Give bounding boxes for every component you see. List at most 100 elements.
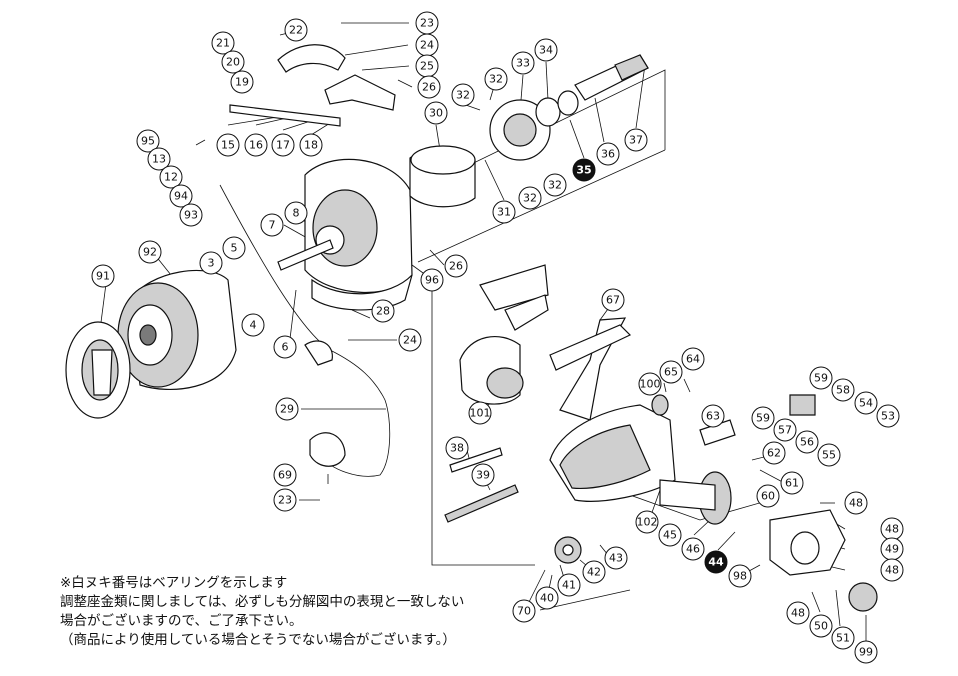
callout-42: 42 [582,560,606,584]
callout-32: 32 [451,83,475,107]
callout-32: 32 [518,186,542,210]
callout-56: 56 [795,430,819,454]
callout-13: 13 [147,147,171,171]
svg-text:98: 98 [733,570,747,583]
callout-96: 96 [420,268,444,292]
callout-51: 51 [831,626,855,650]
callout-21: 21 [211,31,235,55]
svg-text:101: 101 [470,407,491,420]
svg-text:49: 49 [885,543,899,556]
callout-35-bearing: 35 [572,158,596,182]
drive-gear [659,471,732,525]
callout-48: 48 [880,517,904,541]
svg-text:92: 92 [143,246,157,259]
callout-5: 5 [222,236,246,260]
svg-text:43: 43 [609,552,623,565]
svg-text:67: 67 [606,294,620,307]
svg-text:3: 3 [208,257,215,270]
svg-text:26: 26 [422,81,436,94]
callout-43: 43 [604,546,628,570]
callout-94: 94 [169,184,193,208]
callout-58: 58 [831,378,855,402]
svg-text:64: 64 [686,353,700,366]
callout-45: 45 [658,523,682,547]
svg-text:94: 94 [174,190,188,203]
svg-text:93: 93 [184,209,198,222]
svg-text:31: 31 [497,206,511,219]
svg-text:54: 54 [859,397,873,410]
callout-32: 32 [484,67,508,91]
svg-text:50: 50 [814,620,828,633]
svg-text:30: 30 [429,107,443,120]
svg-text:34: 34 [539,44,553,57]
svg-text:102: 102 [637,516,658,529]
notes-block: ※白ヌキ番号はベアリングを示します 調整座金類に関しましては、必ずしも分解図中の… [60,574,464,650]
callout-37: 37 [624,128,648,152]
svg-text:37: 37 [629,134,643,147]
callout-44-bearing: 44 [704,550,728,574]
callout-6: 6 [273,335,297,359]
svg-text:8: 8 [293,207,300,220]
svg-text:35: 35 [576,164,591,177]
svg-text:56: 56 [800,436,814,449]
svg-text:36: 36 [601,148,615,161]
svg-text:63: 63 [706,410,720,423]
svg-text:48: 48 [885,564,899,577]
callout-61: 61 [780,471,804,495]
rotor-nut-bearing [489,90,579,161]
callout-67: 67 [601,288,625,312]
bail-arm [229,44,396,127]
callout-16: 16 [244,133,268,157]
svg-text:45: 45 [663,529,677,542]
svg-text:18: 18 [304,139,318,152]
callout-101: 101 [468,401,492,425]
svg-text:23: 23 [420,17,434,30]
callout-91: 91 [91,264,115,288]
callout-38: 38 [445,436,469,460]
svg-text:15: 15 [221,139,235,152]
callout-24: 24 [415,33,439,57]
bail-wire [219,184,391,477]
callout-31: 31 [492,200,516,224]
svg-text:25: 25 [420,60,434,73]
callout-53: 53 [876,404,900,428]
svg-text:6: 6 [282,341,289,354]
callout-24: 24 [398,328,422,352]
callout-59: 59 [751,406,775,430]
callout-40: 40 [535,586,559,610]
callout-60: 60 [756,484,780,508]
callout-98: 98 [728,564,752,588]
svg-text:19: 19 [235,76,249,89]
note-apology: 場合がございますので、ご了承下さい。 [60,613,303,629]
callout-36: 36 [596,142,620,166]
svg-text:62: 62 [767,447,781,460]
svg-text:91: 91 [96,270,110,283]
svg-text:32: 32 [523,192,537,205]
callout-41: 41 [557,573,581,597]
svg-text:53: 53 [881,410,895,423]
callout-50: 50 [809,614,833,638]
svg-text:95: 95 [141,135,155,148]
svg-text:22: 22 [289,24,303,37]
note-bearing-legend: ※白ヌキ番号はベアリングを示します [60,575,288,591]
callout-49: 49 [880,537,904,561]
callout-93: 93 [179,203,203,227]
callout-59: 59 [809,366,833,390]
svg-text:69: 69 [278,469,292,482]
callout-4: 4 [241,313,265,337]
side-cover [769,509,846,576]
svg-text:24: 24 [403,334,417,347]
callout-34: 34 [534,38,558,62]
svg-text:100: 100 [640,378,661,391]
callout-30: 30 [424,101,448,125]
callout-23: 23 [273,488,297,512]
svg-text:29: 29 [280,403,294,416]
callout-39: 39 [471,463,495,487]
svg-text:60: 60 [761,490,775,503]
callout-70: 70 [512,599,536,623]
callout-99: 99 [854,640,878,664]
svg-text:16: 16 [249,139,263,152]
svg-text:26: 26 [449,260,463,273]
svg-text:4: 4 [250,319,257,332]
